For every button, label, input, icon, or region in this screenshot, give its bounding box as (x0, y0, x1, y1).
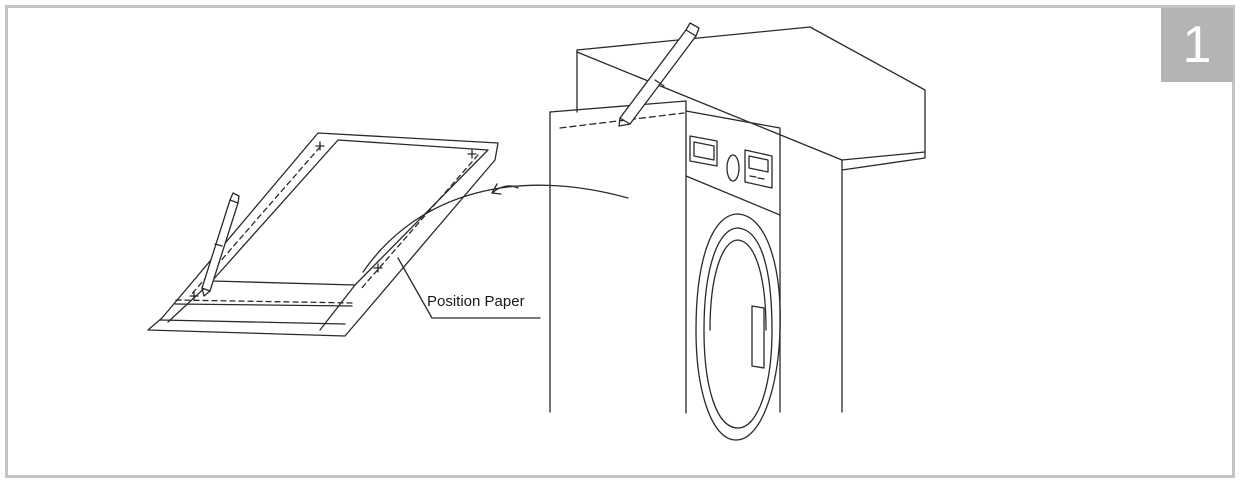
position-paper-label: Position Paper (427, 293, 525, 310)
illustration-frame (5, 5, 1235, 478)
transfer-arrow (362, 183, 629, 273)
callout-leader-line (397, 257, 541, 319)
cabinet-and-washer (549, 22, 926, 441)
position-paper-sheet (147, 132, 499, 337)
step-number-badge: 1 (1161, 8, 1233, 82)
